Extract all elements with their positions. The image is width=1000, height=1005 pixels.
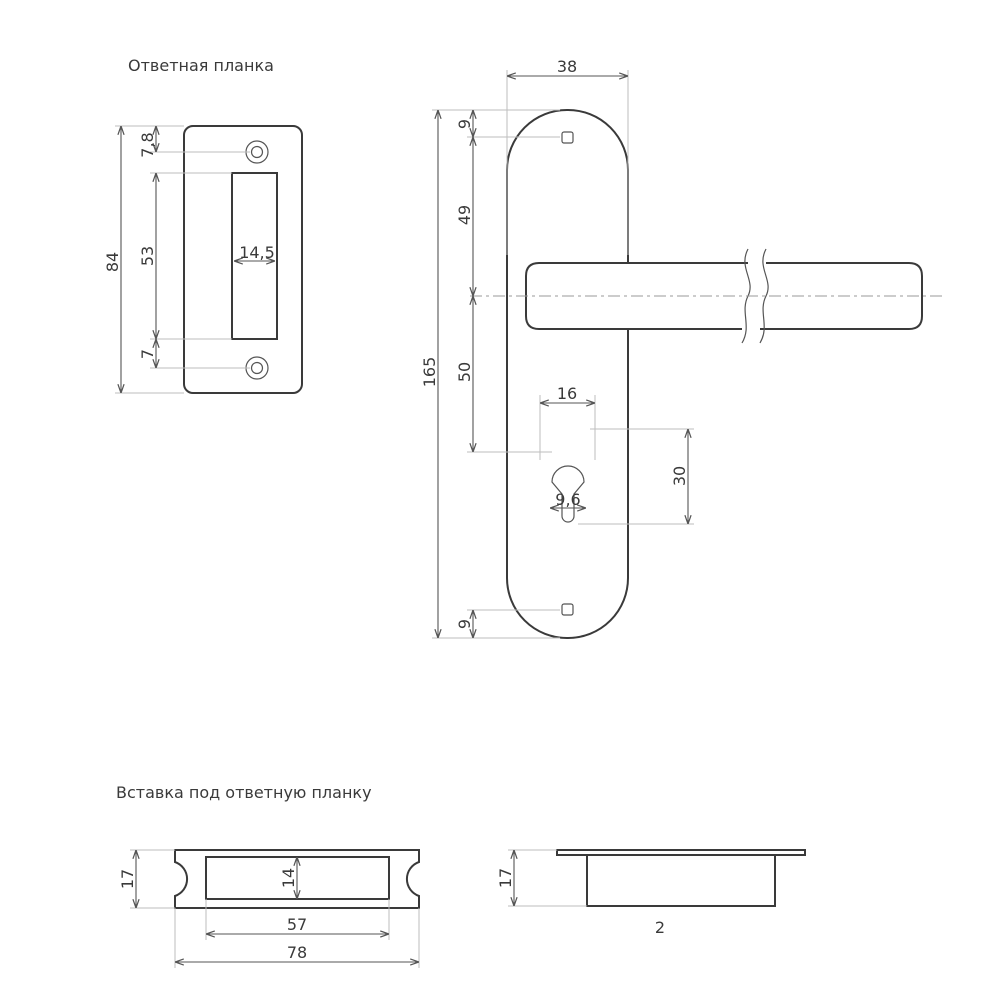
svg-text:9,6: 9,6 xyxy=(555,490,580,509)
svg-text:9: 9 xyxy=(455,619,474,629)
dim-plate-total-height: 165 xyxy=(420,110,439,638)
svg-text:7: 7 xyxy=(138,349,157,359)
svg-text:84: 84 xyxy=(103,252,122,272)
dim-strike-total-height: 84 xyxy=(103,126,122,393)
handle-plate-view: 38 9 49 165 50 16 9,6 xyxy=(420,57,942,639)
lever-arm xyxy=(470,248,942,344)
dim-strike-top-hole: 7,8 xyxy=(138,126,157,158)
strike-plate-title: Ответная планка xyxy=(128,56,274,75)
backplate-bottom-screw-hole xyxy=(561,603,574,616)
dim-insert-height: 17 xyxy=(118,850,137,908)
svg-text:16: 16 xyxy=(557,384,577,403)
svg-text:9: 9 xyxy=(455,119,474,129)
svg-text:78: 78 xyxy=(287,943,307,962)
svg-text:49: 49 xyxy=(455,205,474,225)
backplate-body xyxy=(506,109,629,639)
dim-insert-pocket-length: 57 xyxy=(206,915,389,934)
svg-text:57: 57 xyxy=(287,915,307,934)
dim-insert-pocket-height: 14 xyxy=(279,857,298,899)
dim-plate-width: 38 xyxy=(507,57,628,76)
svg-text:50: 50 xyxy=(455,362,474,382)
dim-strike-slot-width: 14,5 xyxy=(234,243,275,262)
dim-plate-hole-to-lever: 49 xyxy=(455,137,474,296)
svg-text:30: 30 xyxy=(670,466,689,486)
dim-cylinder-width: 16 xyxy=(540,384,595,403)
dim-strike-slot-height: 53 xyxy=(138,173,157,339)
insert-side-body xyxy=(586,854,776,907)
strike-plate-slot xyxy=(231,172,278,340)
dim-cylinder-height: 30 xyxy=(670,429,689,524)
dim-insert-total-length: 78 xyxy=(175,943,419,962)
dim-strike-bottom-hole: 7 xyxy=(138,339,157,368)
dim-insert-flange-thickness: 2 xyxy=(655,918,665,937)
strike-plate-view: Ответная планка 84 7,8 5 xyxy=(103,56,303,394)
svg-text:7,8: 7,8 xyxy=(138,132,157,157)
insert-view: Вставка под ответную планку 17 14 57 xyxy=(116,783,806,968)
dim-plate-bottom-hole: 9 xyxy=(455,610,474,638)
insert-side-flange xyxy=(556,849,806,856)
svg-text:165: 165 xyxy=(420,357,439,388)
dim-insert-side-height: 17 xyxy=(496,850,515,906)
dim-plate-top-hole: 9 xyxy=(455,110,474,137)
cylinder-keyhole xyxy=(551,465,585,523)
svg-text:53: 53 xyxy=(138,246,157,266)
svg-text:17: 17 xyxy=(118,869,137,889)
svg-text:38: 38 xyxy=(557,57,577,76)
svg-text:14: 14 xyxy=(279,868,298,888)
dim-cylinder-slot-width: 9,6 xyxy=(550,490,586,509)
dim-plate-lever-to-cylinder: 50 xyxy=(455,296,474,452)
insert-title: Вставка под ответную планку xyxy=(116,783,372,802)
svg-text:17: 17 xyxy=(496,868,515,888)
svg-text:14,5: 14,5 xyxy=(239,243,275,262)
backplate-top-screw-hole xyxy=(561,131,574,144)
